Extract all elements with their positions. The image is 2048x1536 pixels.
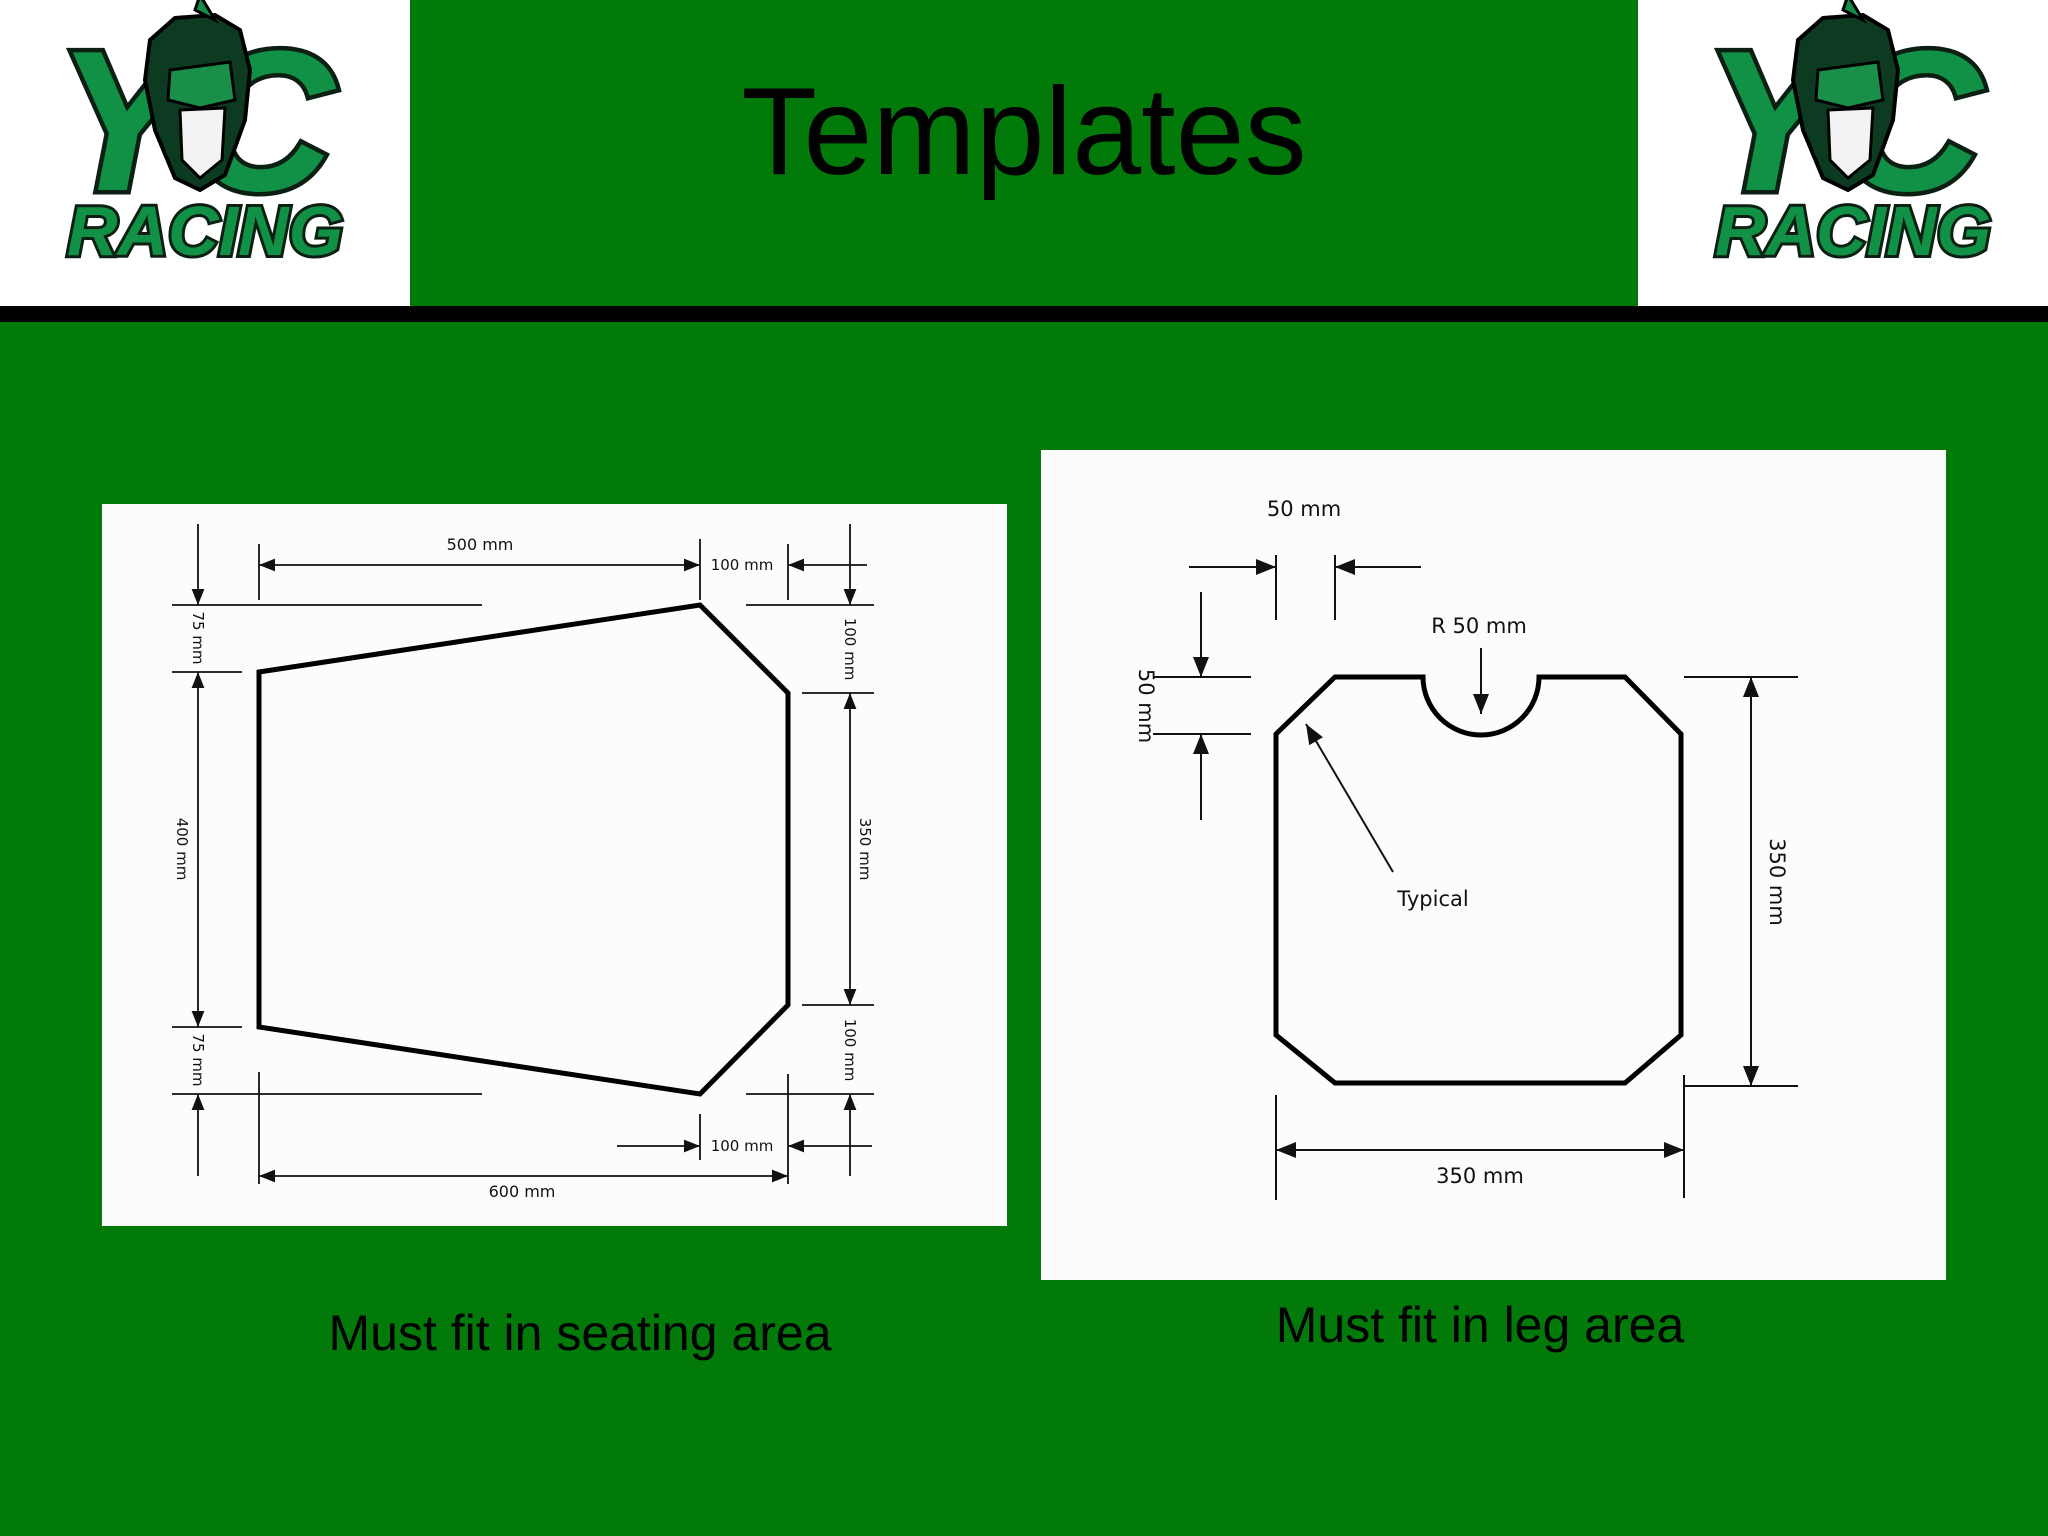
helmet-icon [142, 0, 253, 193]
team-logo-left: YC RACING [0, 0, 410, 306]
dim-chamfer-height: 50 mm [1134, 669, 1158, 743]
dim-right-bottom: 100 mm [841, 1019, 859, 1082]
seat-template-diagram: 500 mm 100 mm 100 mm 600 mm 75 mm 400 mm… [102, 504, 1007, 1226]
dim-right-top: 100 mm [841, 618, 859, 681]
logo-text: RACING [67, 192, 343, 270]
dim-bottom-width: 600 mm [489, 1182, 556, 1201]
dim-radius: R 50 mm [1431, 614, 1527, 638]
team-logo-right: YC RACING [1638, 0, 2048, 306]
seat-template-caption: Must fit in seating area [328, 1305, 832, 1361]
leg-template-diagram: 50 mm R 50 mm Typical 350 mm 50 mm 350 m… [1041, 450, 1946, 1280]
dim-typical: Typical [1396, 887, 1468, 911]
header-divider [0, 306, 2048, 322]
dim-top-offset: 100 mm [711, 556, 774, 574]
logo-text: RACING [1715, 192, 1991, 270]
dim-width: 350 mm [1436, 1164, 1524, 1188]
dim-bottom-offset: 100 mm [711, 1137, 774, 1155]
dim-height: 350 mm [1765, 838, 1789, 926]
helmet-icon [1790, 0, 1901, 193]
leg-template-caption: Must fit in leg area [1275, 1297, 1685, 1353]
leg-template-shape [1273, 674, 1684, 1086]
dim-left-mid: 400 mm [173, 818, 191, 881]
slide-title: Templates [741, 63, 1307, 201]
seat-template-shape [256, 602, 791, 1097]
dim-left-top: 75 mm [189, 611, 207, 664]
dim-right-mid: 350 mm [856, 818, 874, 881]
dim-top-width: 500 mm [447, 535, 514, 554]
dim-left-bottom: 75 mm [189, 1033, 207, 1086]
dim-chamfer-width: 50 mm [1267, 497, 1341, 521]
